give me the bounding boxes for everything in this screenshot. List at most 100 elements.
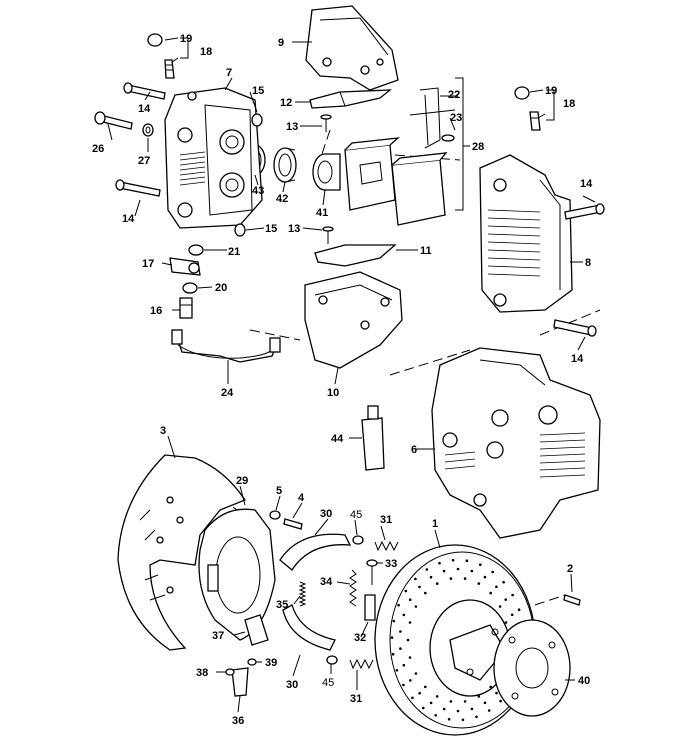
callout-12: 12 bbox=[280, 97, 292, 109]
callout-41: 41 bbox=[316, 207, 328, 219]
callout-18: 18 bbox=[200, 46, 212, 58]
disc-hole bbox=[425, 568, 429, 571]
callout-30: 30 bbox=[286, 679, 298, 691]
callout-39: 39 bbox=[265, 657, 277, 669]
disc-hole bbox=[408, 656, 412, 659]
disc-hole bbox=[404, 589, 408, 593]
disc-hole bbox=[495, 585, 498, 589]
callout-18: 18 bbox=[563, 98, 575, 110]
callout-15: 15 bbox=[252, 85, 264, 97]
callout-22: 22 bbox=[448, 89, 460, 101]
caliper-bolt-right-upper bbox=[564, 203, 605, 220]
disc-hole bbox=[479, 563, 482, 566]
caliper-bolt-right-lower bbox=[553, 319, 597, 337]
pin-39 bbox=[247, 658, 257, 666]
caliper-bolt-left-upper bbox=[123, 82, 166, 100]
callout-26: 26 bbox=[92, 143, 104, 155]
disc-hole bbox=[511, 593, 514, 597]
disc-hole bbox=[463, 577, 467, 580]
disc-hole bbox=[470, 569, 474, 573]
callout-19: 19 bbox=[180, 33, 192, 45]
callout-24: 24 bbox=[221, 387, 234, 399]
disc-hole bbox=[406, 638, 410, 642]
disc-hole bbox=[510, 613, 514, 617]
caliper-bolt-left-lower bbox=[115, 179, 161, 197]
disc-hole bbox=[435, 582, 439, 585]
disc-hole bbox=[491, 570, 495, 574]
callout-42: 42 bbox=[276, 193, 288, 205]
callout-34: 34 bbox=[320, 576, 333, 588]
banjo-fitting bbox=[169, 257, 201, 276]
disc-hole bbox=[395, 669, 399, 672]
callout-labels: 19 18 7 14 15 26 27 43 42 41 14 15 21 17… bbox=[92, 33, 593, 727]
callout-14: 14 bbox=[571, 353, 584, 365]
disc-hole bbox=[390, 636, 394, 639]
callout-33: 33 bbox=[385, 558, 397, 570]
disc-drilled-holes bbox=[390, 558, 526, 722]
callout-1: 1 bbox=[432, 518, 438, 530]
disc-hole bbox=[408, 598, 412, 601]
callout-14: 14 bbox=[580, 178, 593, 190]
callout-11: 11 bbox=[420, 245, 432, 257]
callout-7: 7 bbox=[226, 67, 232, 79]
washer-5 bbox=[269, 510, 281, 520]
disc-hole bbox=[434, 714, 438, 717]
disc-hole bbox=[489, 685, 493, 689]
callout-9: 9 bbox=[278, 37, 284, 49]
disc-hole bbox=[424, 685, 427, 689]
disc-hole bbox=[435, 695, 439, 698]
disc-hole bbox=[495, 691, 498, 695]
bleeder-valve-left bbox=[147, 33, 175, 79]
callout-3: 3 bbox=[160, 425, 166, 437]
disc-hole bbox=[477, 695, 481, 698]
callout-31: 31 bbox=[380, 514, 392, 526]
disc-hole bbox=[429, 701, 433, 705]
washer-45-upper bbox=[352, 535, 364, 545]
callout-45: 45 bbox=[350, 509, 362, 521]
disc-hole bbox=[399, 647, 402, 650]
caliper-assembly bbox=[431, 347, 601, 539]
bleeder-valve-right bbox=[514, 86, 541, 131]
callout-31: 31 bbox=[350, 693, 362, 705]
disc-hole bbox=[487, 709, 491, 712]
disc-hole bbox=[411, 696, 414, 700]
caliper-left bbox=[164, 87, 263, 229]
callout-8: 8 bbox=[585, 257, 591, 269]
disc-hole bbox=[414, 672, 418, 675]
brake-shoe-lower bbox=[282, 604, 336, 651]
callout-14: 14 bbox=[122, 213, 135, 225]
piston bbox=[312, 153, 341, 191]
caliper-bracket-lower bbox=[304, 271, 403, 369]
disc-hole bbox=[399, 630, 402, 633]
callout-10: 10 bbox=[327, 387, 339, 399]
callout-15: 15 bbox=[265, 223, 277, 235]
backing-plate bbox=[198, 508, 276, 641]
disc-hole bbox=[483, 575, 487, 579]
disc-hole bbox=[408, 621, 412, 624]
callout-13: 13 bbox=[286, 121, 298, 133]
callout-44: 44 bbox=[331, 433, 344, 445]
disc-hole bbox=[456, 567, 460, 571]
callout-6: 6 bbox=[411, 444, 417, 456]
anti-rattle-spring bbox=[409, 87, 456, 149]
screw-lower bbox=[322, 226, 334, 244]
callout-45: 45 bbox=[322, 677, 334, 689]
disc-hole bbox=[402, 613, 406, 617]
shim-plate-lower bbox=[314, 244, 397, 267]
callout-37: 37 bbox=[212, 630, 224, 642]
spring-31-lower bbox=[349, 658, 374, 670]
disc-hole bbox=[498, 605, 502, 608]
disc-hole bbox=[483, 701, 487, 705]
callout-40: 40 bbox=[578, 675, 590, 687]
pin-38 bbox=[225, 668, 235, 676]
washer-15-upper bbox=[251, 113, 263, 127]
disc-hole bbox=[456, 709, 460, 713]
brake-hose bbox=[171, 329, 281, 363]
callout-16: 16 bbox=[150, 305, 162, 317]
leader-lines bbox=[107, 37, 596, 713]
brake-pad-outer bbox=[391, 152, 448, 226]
disc-hole bbox=[392, 619, 396, 623]
piston-seal bbox=[273, 147, 297, 183]
callout-14: 14 bbox=[138, 103, 151, 115]
